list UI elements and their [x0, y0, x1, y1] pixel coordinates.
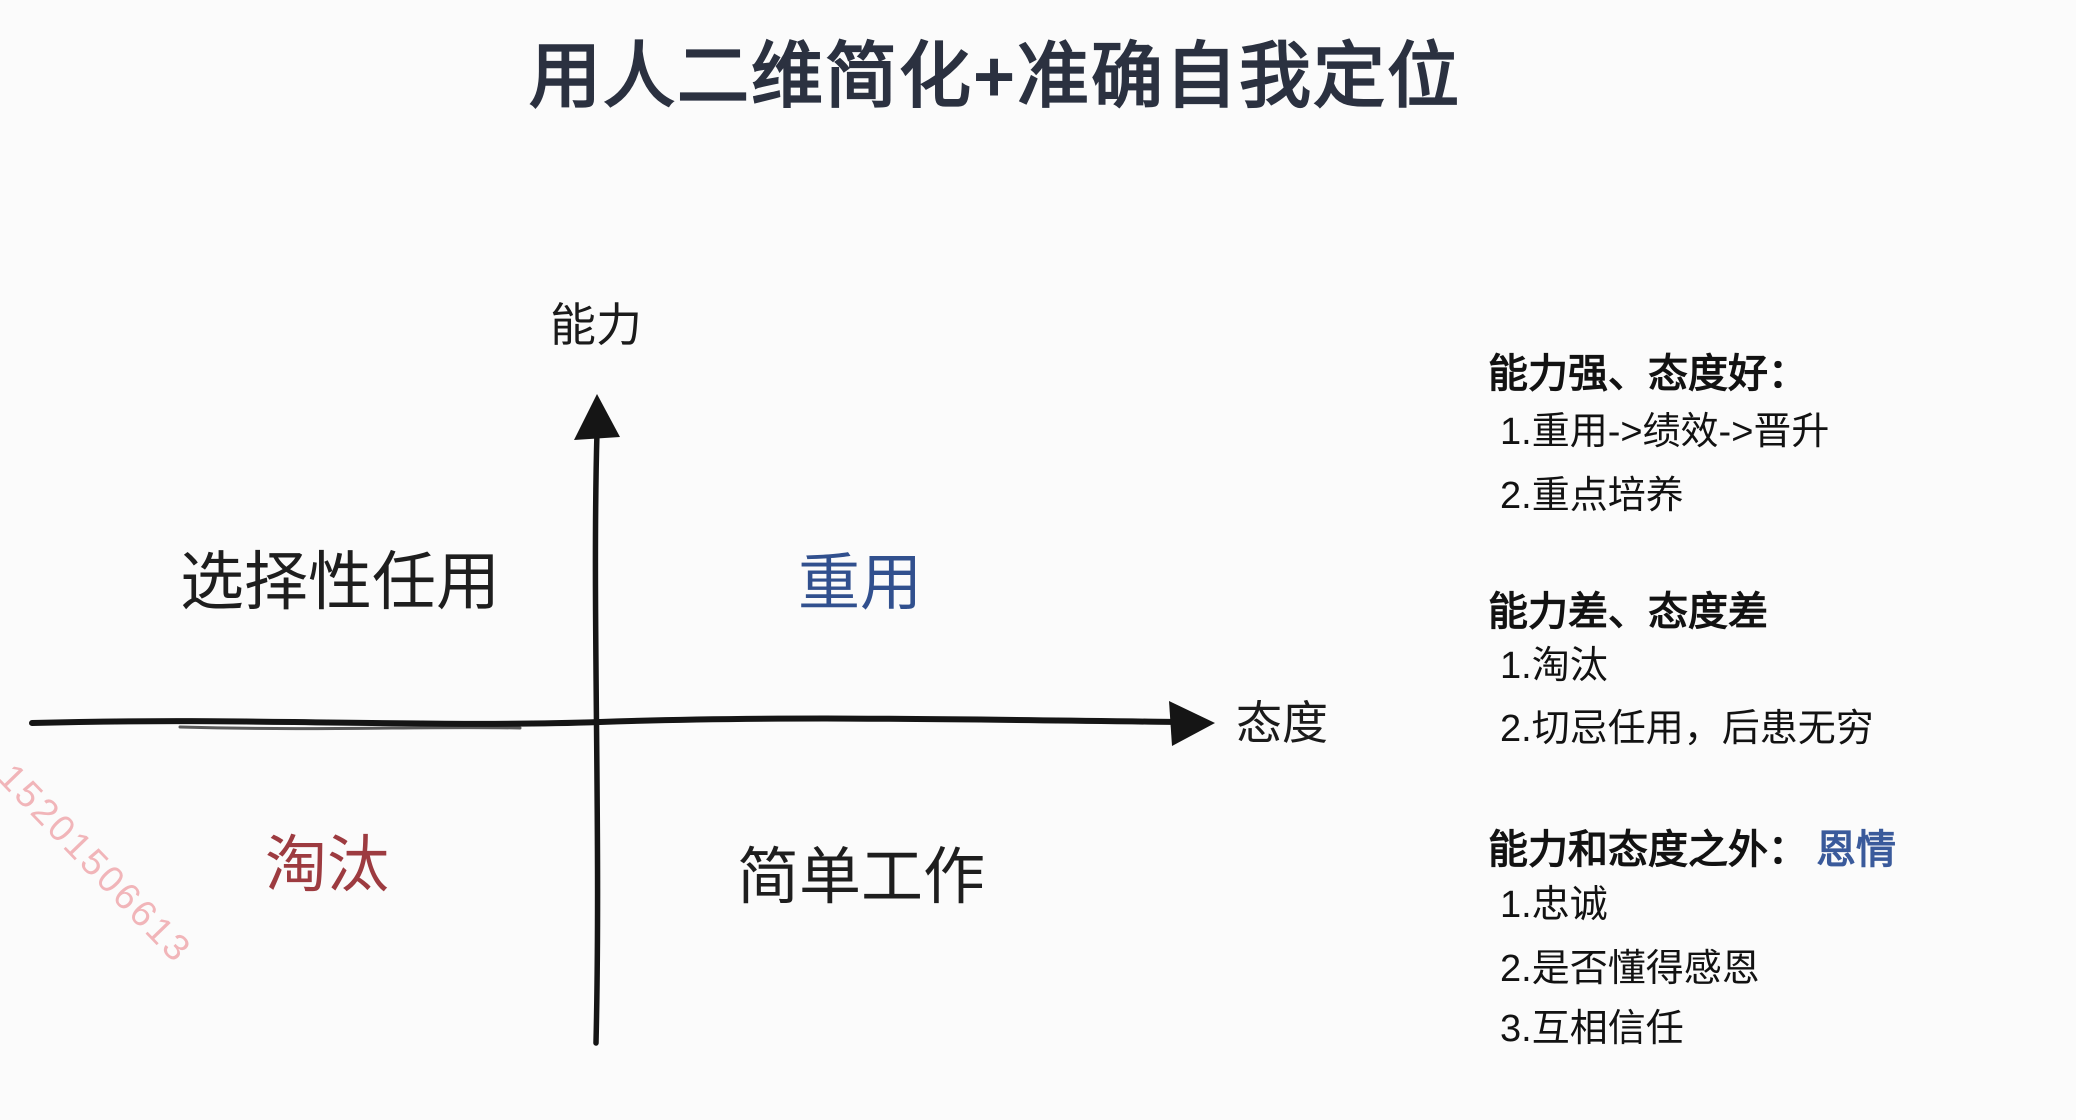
- note-heading-highlight: 恩情: [1816, 828, 1896, 872]
- quadrant-label-top-left: 选择性任用: [180, 546, 500, 618]
- note-item: 1.忠诚: [1500, 884, 1608, 926]
- watermark-text: 15201506613: [0, 756, 201, 972]
- note-item: 2.重点培养: [1500, 475, 1684, 517]
- y-axis-arrowhead: [574, 394, 620, 440]
- quadrant-label-bottom-right: 简单工作: [737, 843, 986, 912]
- y-axis-line: [592, 429, 601, 1046]
- notes-panel: 能力强、态度好： 1.重用->绩效->晋升 2.重点培养 能力差、态度差 1.淘…: [1488, 0, 2068, 1120]
- quadrant-label-bottom-left: 淘汰: [265, 831, 390, 900]
- quadrant-label-top-right: 重用: [798, 549, 923, 618]
- x-axis-line: [29, 715, 1179, 727]
- y-axis-label: 能力: [550, 299, 642, 351]
- page-title: 用人二维简化+准确自我定位: [528, 37, 1462, 117]
- note-item: 2.切忌任用，后患无穷: [1500, 708, 1874, 750]
- note-item: 1.淘汰: [1500, 645, 1608, 687]
- note-heading-strong-good: 能力强、态度好：: [1488, 352, 1808, 396]
- note-item: 3.互相信任: [1500, 1008, 1684, 1050]
- note-item: 2.是否懂得感恩: [1500, 948, 1760, 990]
- x-axis-line-overstroke: [178, 725, 522, 731]
- note-heading-weak-bad: 能力差、态度差: [1488, 590, 1768, 634]
- note-item: 1.重用->绩效->晋升: [1500, 411, 1830, 453]
- note-heading-beyond-text: 能力和态度之外：: [1488, 828, 1808, 872]
- x-axis-label: 态度: [1236, 697, 1328, 749]
- note-heading-beyond: 能力和态度之外：恩情: [1488, 828, 1896, 872]
- x-axis-arrowhead: [1169, 701, 1215, 746]
